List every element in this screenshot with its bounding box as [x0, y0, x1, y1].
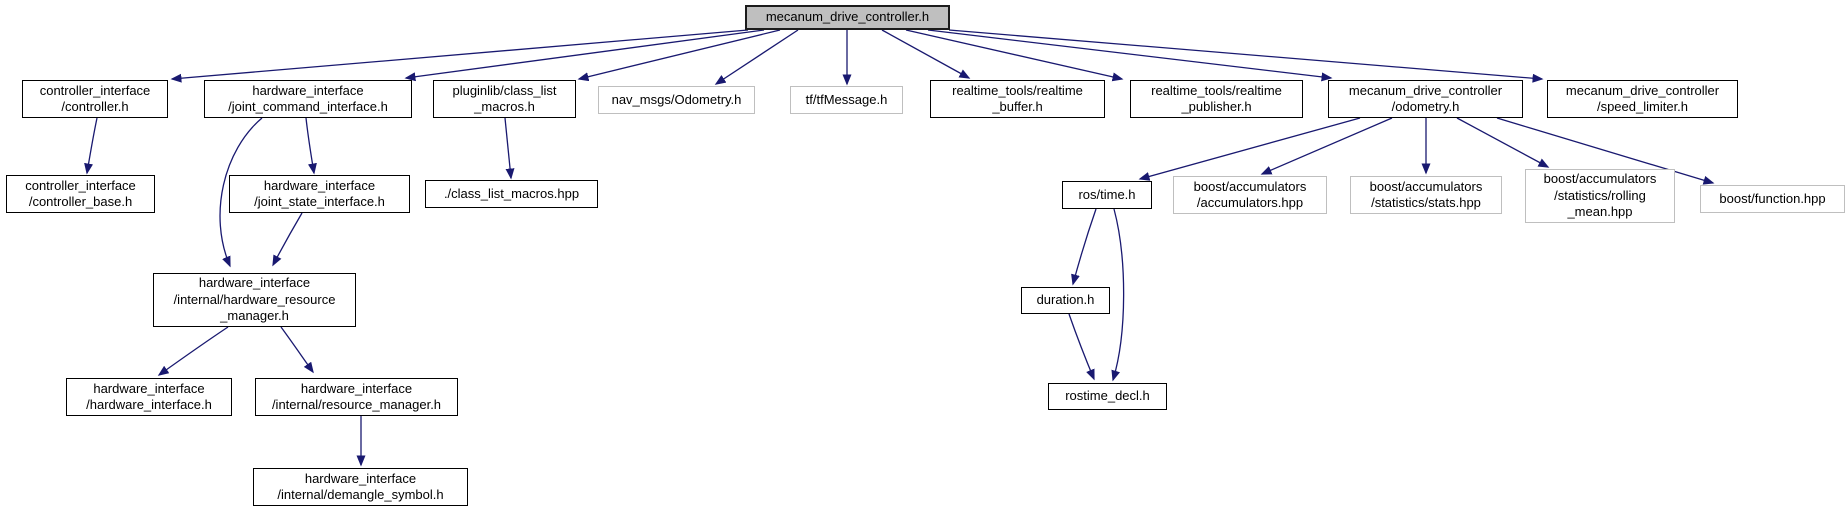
edge-ros-time-h-to-duration-h [1071, 208, 1097, 286]
graph-node-hardware-interface-h[interactable]: hardware_interface /hardware_interface.h [66, 378, 232, 416]
edge-mecanum-drive-controller-h-to-joint-command-interface-h [404, 29, 765, 82]
graph-node-mecanum-drive-controller-h: mecanum_drive_controller.h [745, 5, 950, 30]
graph-node-controller-base-h[interactable]: controller_interface /controller_base.h [6, 175, 155, 213]
graph-node-realtime-publisher-h[interactable]: realtime_tools/realtime _publisher.h [1130, 80, 1303, 118]
graph-node-rolling-mean-hpp: boost/accumulators /statistics/rolling _… [1525, 169, 1675, 223]
edge-mecanum-drive-controller-h-to-odometry-h [927, 29, 1333, 82]
graph-node-odometry-msg-h: nav_msgs/Odometry.h [598, 86, 755, 114]
edge-ros-time-h-to-rostime-decl-h [1111, 208, 1125, 382]
graph-node-controller-h[interactable]: controller_interface /controller.h [22, 80, 168, 118]
graph-node-speed-limiter-h[interactable]: mecanum_drive_controller /speed_limiter.… [1547, 80, 1738, 118]
edge-joint-command-interface-h-to-joint-state-interface-h [305, 117, 317, 175]
graph-node-stats-hpp: boost/accumulators /statistics/stats.hpp [1350, 176, 1502, 214]
graph-node-joint-command-interface-h[interactable]: hardware_interface /joint_command_interf… [204, 80, 412, 118]
graph-node-hardware-resource-manager-h[interactable]: hardware_interface /internal/hardware_re… [153, 273, 356, 327]
edge-class-list-macros-h-to-class-list-macros-hpp [504, 117, 515, 180]
edge-hardware-resource-manager-h-to-hardware-interface-h [157, 326, 229, 376]
edge-mecanum-drive-controller-h-to-realtime-publisher-h [905, 29, 1124, 82]
edge-odometry-h-to-ros-time-h [1138, 117, 1361, 181]
graph-node-function-hpp: boost/function.hpp [1700, 185, 1845, 213]
edge-mecanum-drive-controller-h-to-realtime-buffer-h [881, 29, 971, 79]
edge-mecanum-drive-controller-h-to-odometry-msg-h [714, 29, 799, 85]
graph-node-duration-h[interactable]: duration.h [1021, 287, 1110, 314]
graph-node-demangle-symbol-h[interactable]: hardware_interface /internal/demangle_sy… [253, 468, 468, 506]
edge-duration-h-to-rostime-decl-h [1068, 313, 1095, 381]
edge-odometry-h-to-rolling-mean-hpp [1456, 117, 1550, 168]
graph-node-joint-state-interface-h[interactable]: hardware_interface /joint_state_interfac… [229, 175, 410, 213]
edge-mecanum-drive-controller-h-to-class-list-macros-h [577, 29, 781, 82]
graph-node-class-list-macros-hpp[interactable]: ./class_list_macros.hpp [425, 180, 598, 208]
graph-node-resource-manager-h[interactable]: hardware_interface /internal/resource_ma… [255, 378, 458, 416]
graph-node-rostime-decl-h[interactable]: rostime_decl.h [1048, 383, 1167, 410]
edge-group [84, 29, 1715, 467]
graph-node-odometry-h[interactable]: mecanum_drive_controller /odometry.h [1328, 80, 1523, 118]
graph-node-realtime-buffer-h[interactable]: realtime_tools/realtime _buffer.h [930, 80, 1105, 118]
edge-mecanum-drive-controller-h-to-speed-limiter-h [948, 29, 1544, 83]
graph-node-accumulators-hpp: boost/accumulators /accumulators.hpp [1173, 176, 1327, 214]
edge-mecanum-drive-controller-h-to-controller-h [170, 29, 749, 83]
graph-node-tf-message-h: tf/tfMessage.h [790, 86, 903, 114]
edge-odometry-h-to-function-hpp [1496, 117, 1715, 185]
edge-controller-h-to-controller-base-h [84, 117, 98, 175]
graph-node-ros-time-h[interactable]: ros/time.h [1062, 181, 1152, 209]
edge-odometry-h-to-accumulators-hpp [1260, 117, 1393, 175]
edge-joint-state-interface-h-to-hardware-resource-manager-h [272, 212, 303, 267]
edge-hardware-resource-manager-h-to-resource-manager-h [280, 326, 314, 374]
edge-joint-command-interface-h-to-hardware-resource-manager-h [219, 117, 263, 268]
graph-node-class-list-macros-h[interactable]: pluginlib/class_list _macros.h [433, 80, 576, 118]
